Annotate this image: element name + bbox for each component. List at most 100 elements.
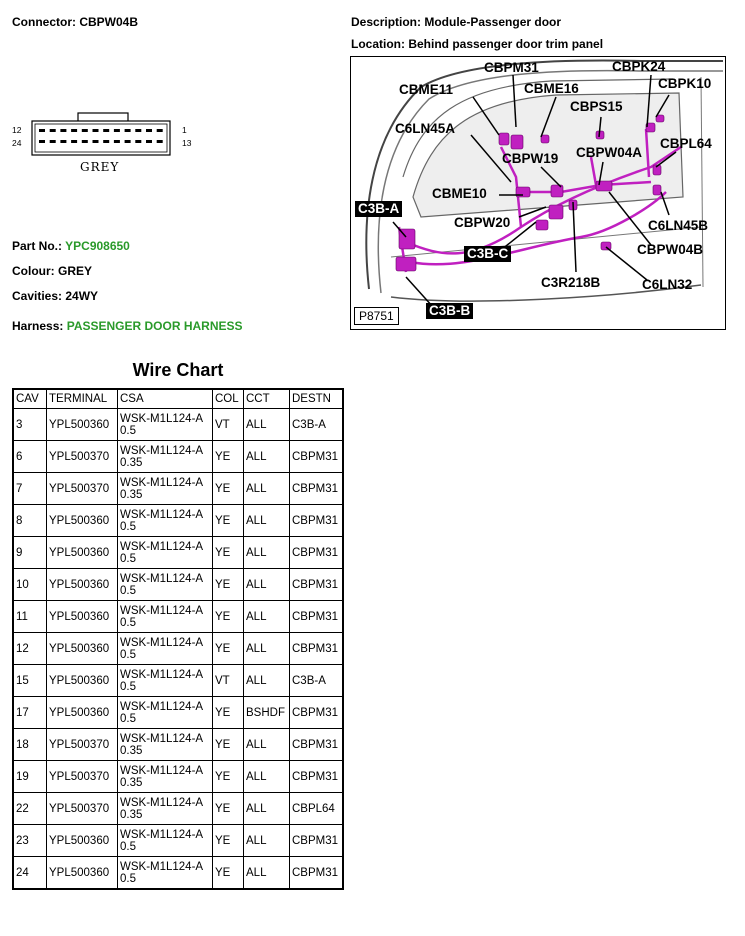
- csa-size: 0.35: [120, 776, 143, 789]
- pin-cavity: [146, 129, 152, 132]
- cell-cav: 22: [12, 792, 47, 825]
- callout-cbps15: CBPS15: [570, 99, 623, 114]
- csa-size: 0.5: [120, 680, 136, 693]
- callout-c6ln45a: C6LN45A: [395, 121, 456, 136]
- cell-cav: 9: [12, 536, 47, 569]
- pin-label-13: 13: [182, 138, 192, 148]
- pin-cavity: [92, 140, 99, 143]
- cell-terminal: YPL500360: [46, 696, 118, 729]
- pin-cavity: [81, 129, 88, 132]
- cell-destn: CBPM31: [289, 632, 344, 665]
- part-number-label: Part No.:: [12, 239, 63, 253]
- cell-terminal: YPL500360: [46, 600, 118, 633]
- pin-cavity: [135, 129, 142, 132]
- harness-path: [397, 128, 682, 273]
- cell-col: YE: [212, 600, 244, 633]
- callout-c6ln45b: C6LN45B: [648, 218, 709, 233]
- cell-cct: ALL: [243, 568, 290, 601]
- csa-size: 0.5: [120, 648, 136, 661]
- pin-cavity: [49, 140, 56, 143]
- cell-cct: ALL: [243, 600, 290, 633]
- header-col: COL: [212, 388, 244, 409]
- csa-spec: WSK-M1L124-A: [120, 604, 204, 617]
- cell-col: YE: [212, 504, 244, 537]
- header-terminal: TERMINAL: [46, 388, 118, 409]
- harness-connectors: [395, 114, 665, 272]
- pin-cavity: [60, 129, 67, 132]
- cell-col: YE: [212, 440, 244, 473]
- cell-destn: C3B-A: [289, 664, 344, 697]
- callout-cbpw04b: CBPW04B: [637, 242, 704, 257]
- cell-cct: ALL: [243, 504, 290, 537]
- cell-col: YE: [212, 824, 244, 857]
- harness-connector-shape: [540, 134, 550, 144]
- picture-id: P8751: [354, 307, 399, 325]
- cell-terminal: YPL500370: [46, 792, 118, 825]
- cell-destn: CBPM31: [289, 472, 344, 505]
- cell-col: YE: [212, 696, 244, 729]
- csa-spec: WSK-M1L124-A: [120, 764, 204, 777]
- cell-cct: ALL: [243, 824, 290, 857]
- callout-leaders: [392, 74, 677, 308]
- part-number-value: YPC908650: [65, 239, 130, 253]
- harness-connector-shape: [600, 241, 612, 251]
- csa-size: 0.35: [120, 456, 143, 469]
- cell-terminal: YPL500360: [46, 408, 118, 441]
- csa-size: 0.5: [120, 840, 136, 853]
- callout-cbpm31: CBPM31: [484, 60, 539, 75]
- cell-terminal: YPL500360: [46, 632, 118, 665]
- callout-cbpl64: CBPL64: [660, 136, 712, 151]
- harness-connector-shape: [548, 204, 564, 220]
- connector-color-label: GREY: [80, 160, 120, 174]
- cell-cct: ALL: [243, 792, 290, 825]
- callout-cbme16: CBME16: [524, 81, 579, 96]
- header-cav: CAV: [12, 388, 47, 409]
- cell-col: YE: [212, 536, 244, 569]
- callout-cbme10: CBME10: [432, 186, 487, 201]
- pin-cavity: [60, 140, 67, 143]
- cell-cav: 23: [12, 824, 47, 857]
- cell-col: YE: [212, 728, 244, 761]
- csa-size: 0.35: [120, 808, 143, 821]
- harness-connector-shape: [395, 256, 417, 272]
- pin-cavity: [103, 140, 110, 143]
- csa-size: 0.5: [120, 552, 136, 565]
- cell-cav: 3: [12, 408, 47, 441]
- csa-spec: WSK-M1L124-A: [120, 796, 204, 809]
- callout-c3r218b: C3R218B: [541, 275, 601, 290]
- pin-label-12: 12: [12, 125, 22, 135]
- pin-cavity: [81, 140, 88, 143]
- cell-destn: CBPM31: [289, 600, 344, 633]
- cell-cct: ALL: [243, 632, 290, 665]
- csa-spec: WSK-M1L124-A: [120, 636, 204, 649]
- cell-cct: ALL: [243, 728, 290, 761]
- pin-cavity: [124, 140, 131, 143]
- cell-destn: CBPM31: [289, 856, 344, 890]
- cell-destn: CBPM31: [289, 536, 344, 569]
- csa-size: 0.35: [120, 744, 143, 757]
- cell-cav: 6: [12, 440, 47, 473]
- harness-connector-shape: [652, 184, 662, 196]
- cell-cav: 12: [12, 632, 47, 665]
- description-text: Description: Module-Passenger door: [351, 15, 562, 29]
- cell-cav: 18: [12, 728, 47, 761]
- csa-spec: WSK-M1L124-A: [120, 572, 204, 585]
- location-text: Location: Behind passenger door trim pan…: [351, 37, 604, 51]
- cell-destn: CBPM31: [289, 824, 344, 857]
- cell-destn: CBPM31: [289, 440, 344, 473]
- csa-spec: WSK-M1L124-A: [120, 412, 204, 425]
- cell-col: VT: [212, 408, 244, 441]
- callout-c3b-c: C3B-C: [464, 246, 512, 262]
